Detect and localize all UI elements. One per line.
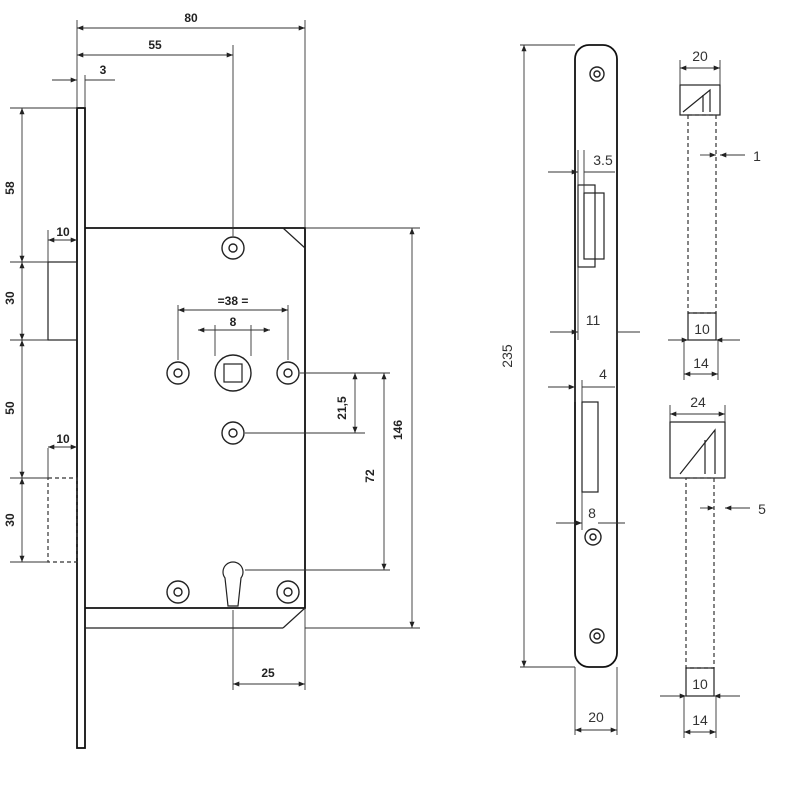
latch-shaft bbox=[687, 114, 717, 314]
latch-dim-gap: 1 bbox=[753, 148, 761, 164]
dim-width-total: 80 bbox=[184, 11, 198, 25]
faceplate-side bbox=[574, 44, 618, 668]
latch-bevel bbox=[682, 88, 711, 113]
fixing-hole bbox=[221, 421, 245, 445]
dim-bolt-height: 30 bbox=[3, 513, 17, 527]
latch-dim-width: 20 bbox=[692, 48, 708, 64]
dim-key-offset: 25 bbox=[261, 666, 275, 680]
dim-plate-width: 20 bbox=[588, 709, 604, 725]
dim-plate-height: 235 bbox=[499, 344, 515, 368]
chamfer-top bbox=[282, 227, 306, 249]
dim-backset: 55 bbox=[148, 38, 162, 52]
fixing-hole bbox=[166, 580, 190, 604]
dim-latch-depth: 11 bbox=[586, 312, 601, 328]
latch-base bbox=[687, 312, 717, 341]
bolt-shaft bbox=[685, 477, 715, 669]
bolt-dim-outer: 14 bbox=[692, 712, 708, 728]
front-view: 80 55 3 58 10 30 50 10 30 =38 = 8 21,5 7… bbox=[3, 11, 420, 749]
lock-body bbox=[85, 227, 306, 609]
dim-spindle: 8 bbox=[230, 315, 237, 329]
latch-detail: 20 1 10 14 bbox=[668, 48, 761, 380]
bolt-bevel bbox=[679, 428, 716, 475]
keyhole bbox=[222, 561, 244, 607]
latch-opening bbox=[577, 184, 596, 268]
latch-tongue bbox=[583, 192, 605, 260]
dim-latch-height: 30 bbox=[3, 291, 17, 305]
bolt-dim-width: 24 bbox=[690, 394, 706, 410]
chamfer-bottom bbox=[282, 607, 306, 629]
faceplate bbox=[76, 107, 86, 749]
spindle-hole bbox=[214, 354, 252, 392]
dim-body-height: 146 bbox=[391, 420, 405, 440]
latch-dim-inner: 10 bbox=[694, 321, 710, 337]
fixing-hole bbox=[166, 361, 190, 385]
dim-latch-width: 10 bbox=[56, 225, 70, 239]
bolt-dim-inner: 10 bbox=[692, 676, 708, 692]
bolt-head bbox=[669, 421, 726, 479]
dim-hole-spacing: =38 = bbox=[218, 294, 249, 308]
deadbolt bbox=[47, 477, 78, 563]
bolt-base bbox=[685, 667, 715, 697]
fixing-hole bbox=[276, 361, 300, 385]
latch bbox=[47, 261, 78, 341]
fixing-hole bbox=[276, 580, 300, 604]
dim-spacing: 50 bbox=[3, 401, 17, 415]
bolt-detail: 24 5 10 14 bbox=[660, 394, 766, 738]
bolt-dim-gap: 5 bbox=[758, 501, 766, 517]
latch-dim-outer: 14 bbox=[693, 355, 709, 371]
dim-hole-offset: 21,5 bbox=[335, 396, 349, 420]
dim-faceplate: 3 bbox=[100, 63, 107, 77]
dim-distance: 72 bbox=[363, 469, 377, 483]
latch-head bbox=[679, 84, 721, 116]
dim-bolt-depth: 8 bbox=[588, 505, 596, 521]
dim-bolt-proj: 4 bbox=[599, 366, 607, 382]
dim-latch-proj: 3.5 bbox=[593, 152, 613, 168]
dim-latch-offset: 58 bbox=[3, 181, 17, 195]
dim-bolt-width: 10 bbox=[56, 432, 70, 446]
side-view: 235 3.5 11 4 8 20 bbox=[499, 44, 640, 735]
bolt-opening bbox=[581, 401, 599, 493]
fixing-hole bbox=[221, 236, 245, 260]
